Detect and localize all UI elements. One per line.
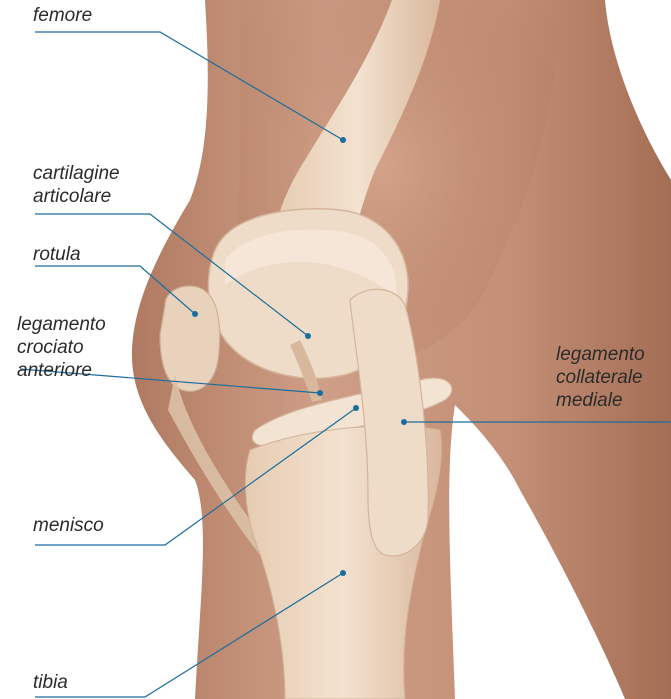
label-legamento-collaterale-line-2: collaterale bbox=[556, 366, 645, 389]
label-cartilagine-line-1: cartilagine bbox=[33, 162, 120, 185]
label-menisco-text: menisco bbox=[33, 514, 104, 537]
endpoint-menisco bbox=[353, 405, 359, 411]
label-tibia: tibia bbox=[33, 671, 68, 694]
label-femore: femore bbox=[33, 4, 92, 27]
label-rotula-text: rotula bbox=[33, 243, 81, 266]
label-legamento-crociato-line-2: crociato bbox=[17, 336, 106, 359]
label-legamento-collaterale-line-1: legamento bbox=[556, 343, 645, 366]
label-legamento-crociato-line-1: legamento bbox=[17, 313, 106, 336]
endpoint-tibia bbox=[340, 570, 346, 576]
label-menisco: menisco bbox=[33, 514, 104, 537]
patella-bone bbox=[160, 286, 220, 391]
label-rotula: rotula bbox=[33, 243, 81, 266]
label-legamento-collaterale-mediale: legamento collaterale mediale bbox=[556, 343, 645, 412]
endpoint-rotula bbox=[192, 311, 198, 317]
label-legamento-crociato-line-3: anteriore bbox=[17, 359, 106, 382]
label-legamento-crociato-anteriore: legamento crociato anteriore bbox=[17, 313, 106, 382]
label-legamento-collaterale-line-3: mediale bbox=[556, 389, 645, 412]
endpoint-legamento-crociato bbox=[317, 390, 323, 396]
endpoint-femore bbox=[340, 137, 346, 143]
endpoint-legamento-collaterale bbox=[401, 419, 407, 425]
label-cartilagine-articolare: cartilagine articolare bbox=[33, 162, 120, 208]
label-femore-text: femore bbox=[33, 4, 92, 27]
label-cartilagine-line-2: articolare bbox=[33, 185, 120, 208]
endpoint-cartilagine bbox=[305, 333, 311, 339]
label-tibia-text: tibia bbox=[33, 671, 68, 694]
